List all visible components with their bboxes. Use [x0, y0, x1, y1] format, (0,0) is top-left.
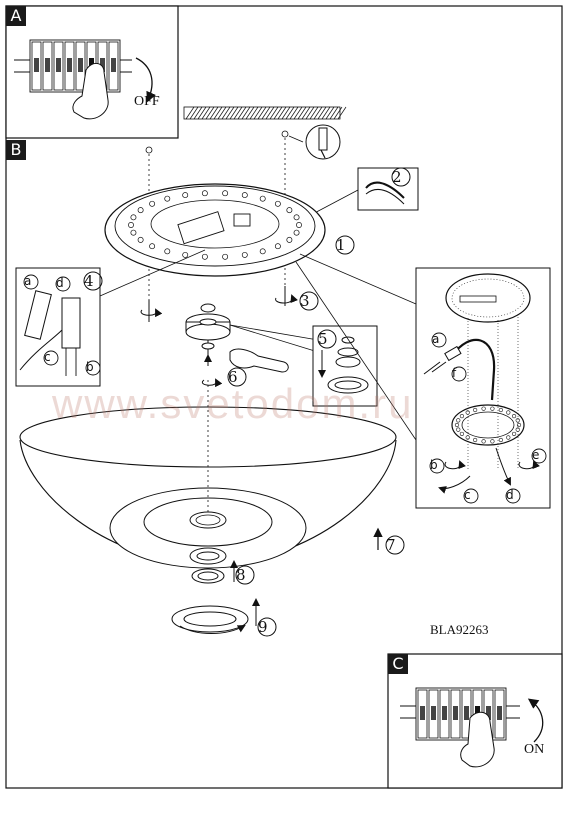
- detail4-label-c: c: [44, 350, 51, 364]
- on-label: ON: [524, 742, 545, 757]
- panel-a: [5, 5, 179, 139]
- step-circle-5: [317, 329, 337, 349]
- sub-circle-0: [23, 274, 39, 290]
- step-3: 3: [300, 292, 310, 310]
- detail-cable-box: [255, 167, 419, 245]
- model-number: BLA92263: [430, 622, 489, 637]
- hand-c: [460, 711, 495, 768]
- hand-a: [72, 63, 109, 120]
- step-circle-3: [299, 291, 319, 311]
- step-7: 7: [386, 536, 396, 554]
- detail-center-box: [312, 325, 378, 407]
- detailR-label-e: e: [532, 448, 540, 462]
- sub-circle-2: [43, 350, 59, 366]
- outer-frame: [5, 5, 563, 789]
- detailR-label-f: f: [452, 366, 457, 380]
- detailR-label-a: a: [432, 332, 440, 346]
- step-circles: [83, 167, 411, 637]
- watermark: www.svetodom.ru: [52, 380, 414, 427]
- sub-circles: [23, 274, 547, 504]
- sub-circle-7: [505, 488, 521, 504]
- base-plate: [104, 183, 326, 277]
- center-parts: [185, 303, 319, 388]
- breaker-strip-a: [14, 39, 132, 93]
- panel-letter-c: C: [388, 654, 408, 674]
- detail4-label-b: b: [86, 360, 94, 374]
- detail4-label-d: d: [56, 276, 64, 290]
- sub-circle-9: [451, 366, 467, 382]
- step-5: 5: [318, 330, 328, 348]
- panel-c: [387, 653, 563, 789]
- step-circle-7: [385, 535, 405, 555]
- step-6: 6: [228, 368, 238, 386]
- sub-circle-6: [463, 488, 479, 504]
- detail4-label-a: a: [24, 274, 32, 288]
- off-arrow: [135, 57, 156, 103]
- step-circle-8: [235, 565, 255, 585]
- panel-b-header: [6, 6, 179, 139]
- sub-circle-8: [531, 448, 547, 464]
- step-4: 4: [84, 272, 94, 290]
- sub-circle-1: [85, 360, 101, 376]
- step-circle-4: [83, 271, 103, 291]
- step-9: 9: [258, 618, 268, 636]
- step-circle-1: [335, 235, 355, 255]
- step-circle-2: [391, 167, 411, 187]
- screw-icon: [140, 286, 298, 322]
- detailR-label-b: b: [430, 458, 438, 472]
- sub-circle-3: [55, 276, 71, 292]
- off-label: OFF: [134, 94, 160, 109]
- sub-circle-5: [429, 458, 445, 474]
- dowel-icon: [288, 124, 341, 160]
- ceiling-hatch: [183, 106, 347, 120]
- step-1: 1: [336, 236, 346, 254]
- on-arrow: [527, 698, 544, 743]
- detailR-label-c: c: [464, 488, 471, 502]
- panel-letter-a: A: [6, 6, 26, 26]
- sub-circle-4: [431, 332, 447, 348]
- glass-shade: [19, 380, 397, 569]
- step-circle-9: [257, 617, 277, 637]
- step-circle-6: [227, 367, 247, 387]
- step-8: 8: [236, 566, 246, 584]
- finial-rings: [171, 547, 260, 634]
- detail-ring-box: [295, 253, 551, 509]
- detailR-label-d: d: [506, 488, 514, 502]
- step-2: 2: [392, 168, 402, 186]
- panel-letter-b: B: [6, 140, 26, 160]
